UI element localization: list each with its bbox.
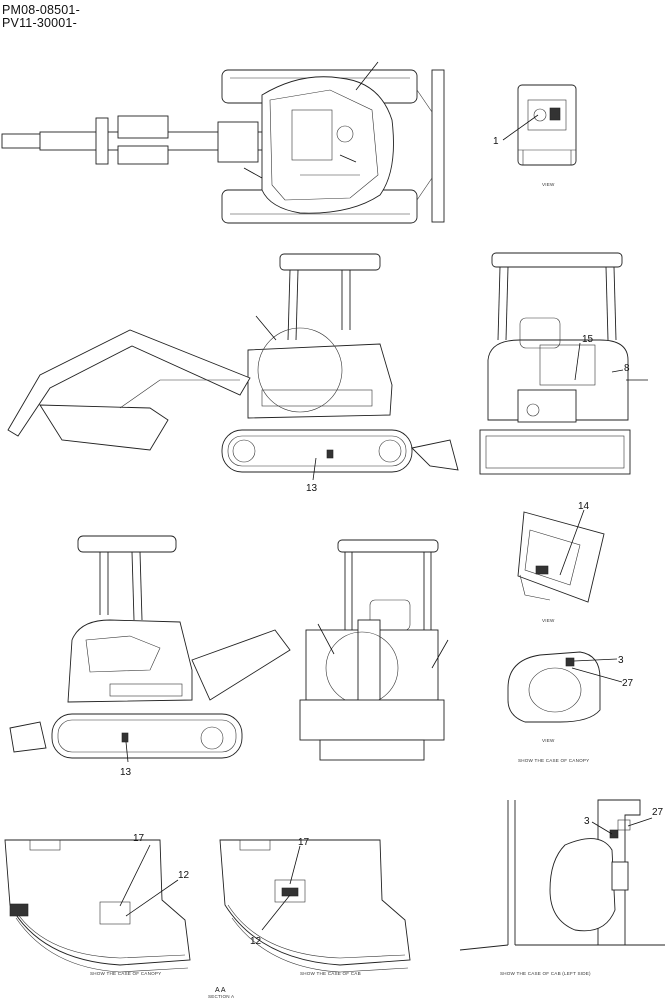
callout-17-b: 17: [298, 837, 310, 848]
callout-12-a: 12: [178, 870, 190, 881]
section-sublabel: SECTION A: [208, 994, 235, 999]
excavator-top-view: [1, 61, 445, 224]
callout-3-b: 3: [584, 816, 590, 827]
callout-27-a: 27: [622, 678, 634, 689]
callout-17-a: 17: [133, 833, 145, 844]
section-label: A A: [215, 987, 226, 994]
decal-view-14: 14 VIEW: [517, 501, 605, 623]
view-caption-2: VIEW: [542, 618, 555, 623]
callout-8: 8: [624, 363, 630, 374]
detail-cab-17-12: 17 12 SHOW THE CASE OF CAB: [219, 837, 411, 976]
serial-range-2: PV11-30001-: [2, 16, 77, 30]
excavator-rear-view: 15 8: [479, 252, 648, 475]
callout-1: 1: [493, 136, 499, 147]
caption-show-cab: SHOW THE CASE OF CAB: [300, 971, 361, 976]
decal-view-3-27: 3 27 VIEW SHOW THE CASE OF CANOPY: [507, 651, 634, 763]
view-caption-3: VIEW: [542, 738, 555, 743]
caption-show-canopy: SHOW THE CASE OF CANOPY: [90, 971, 161, 976]
callout-15: 15: [582, 334, 594, 345]
callout-14: 14: [578, 501, 590, 512]
caption-show-canopy-right: SHOW THE CASE OF CANOPY: [518, 758, 589, 763]
decal-view-1: 1 VIEW: [493, 84, 577, 187]
serial-range-1: PM08-08501-: [2, 3, 80, 17]
callout-27-b: 27: [652, 807, 664, 818]
callout-13-b: 13: [120, 767, 132, 778]
detail-cab-left-3-27: 3 27 SHOW THE CASE OF CAB (LEFT SIDE): [459, 799, 665, 976]
excavator-side-view-right: 13: [7, 253, 459, 494]
callout-12-b: 12: [250, 936, 262, 947]
callout-3-a: 3: [618, 655, 624, 666]
detail-canopy-17-12: 17 12 SHOW THE CASE OF CANOPY: [4, 833, 191, 976]
callout-13-a: 13: [306, 483, 318, 494]
excavator-front-view: [299, 539, 449, 761]
excavator-side-view-left: 13: [9, 535, 291, 778]
caption-show-cab-left: SHOW THE CASE OF CAB (LEFT SIDE): [500, 971, 591, 976]
view-caption-1: VIEW: [542, 182, 555, 187]
